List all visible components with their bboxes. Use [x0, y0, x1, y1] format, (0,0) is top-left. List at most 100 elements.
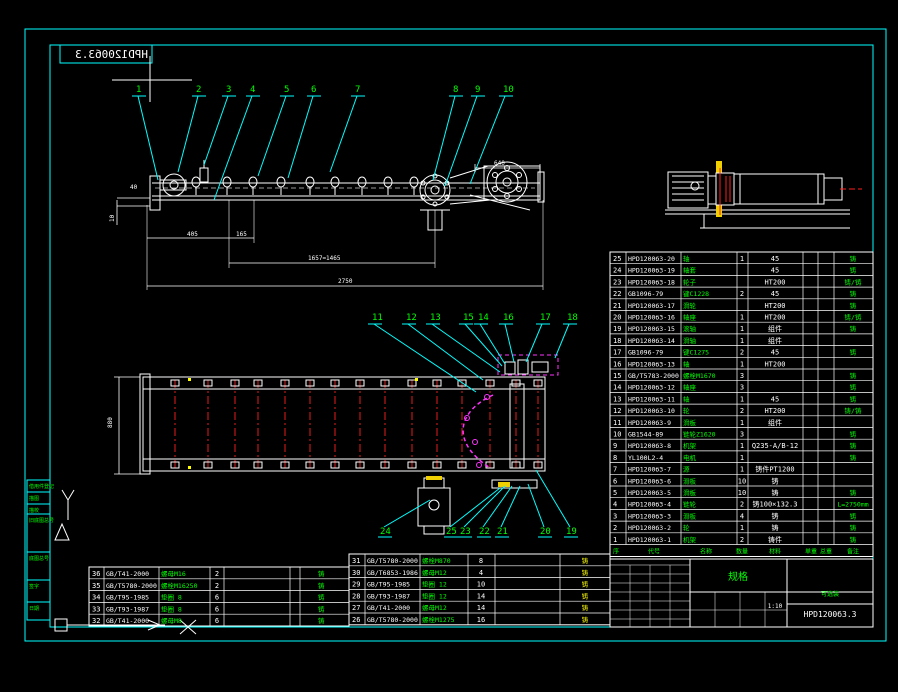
part-name: 螺母M12	[422, 603, 447, 612]
balloon-leader	[444, 95, 478, 187]
elevation-flights	[191, 176, 419, 195]
flight-plate	[357, 176, 367, 195]
tail-wheel	[159, 173, 187, 197]
part-no: 3	[613, 512, 617, 520]
header-cell: 单重	[805, 548, 817, 556]
part-name: 链轮	[683, 500, 697, 509]
part-note: 铸/铸	[845, 277, 862, 286]
part-material: 铸	[772, 511, 779, 520]
mirrored-code-box: HPD1200б3.3	[59, 44, 153, 64]
part-qty: 6	[215, 594, 219, 602]
balloon-number: 9	[475, 85, 480, 95]
part-name: 螺栓M1670	[683, 371, 716, 380]
balloon-number: 23	[460, 527, 471, 537]
part-name: 链轮Z1620	[683, 430, 716, 439]
slat-bolt	[485, 379, 495, 387]
part-name: 机架	[683, 535, 697, 544]
part-qty: 4	[740, 512, 744, 520]
part-note: 铸	[582, 580, 589, 589]
part-qty: 2	[740, 501, 744, 509]
chain-sprocket	[476, 462, 482, 468]
part-code: HPD1200б3-13	[628, 360, 675, 368]
part-qty: 1	[740, 442, 744, 450]
part-name: 键C1275	[683, 348, 709, 357]
part-name: 轴	[683, 254, 690, 263]
part-mark: 铸	[318, 593, 325, 602]
balloon-leader	[464, 323, 503, 367]
part-qty: 2	[215, 582, 219, 590]
part-note: 铸	[582, 591, 589, 600]
drive-yellow-part	[498, 482, 510, 487]
part-name: 轴座	[683, 383, 697, 392]
strip-label: 描校	[29, 507, 39, 514]
part-no: 18	[613, 337, 621, 345]
part-code: GB/T41-2000	[106, 570, 149, 578]
balloon-number: 10	[503, 85, 514, 95]
balloon-leader	[527, 483, 545, 528]
drawing-frame	[49, 44, 874, 628]
part-material: 组件	[768, 418, 782, 427]
side-view-motor-coupling	[715, 161, 735, 217]
part-code: GB/T5780-2000	[106, 582, 157, 590]
flight-plate	[330, 176, 340, 195]
part-code: HPD1200б3-8	[628, 442, 671, 450]
part-name: 滑轴	[683, 336, 697, 345]
balloon-number: 19	[566, 527, 577, 537]
dim-640: 640	[494, 160, 505, 167]
part-no: 36	[92, 570, 100, 578]
part-code: GB/T5783-2000	[628, 372, 679, 380]
mirrored-code-text: HPD1200б3.3	[75, 48, 148, 61]
balloon-number: 14	[478, 313, 489, 323]
part-qty: 1	[740, 454, 744, 462]
part-no: 35	[92, 582, 100, 590]
drive-chain	[462, 394, 494, 469]
part-no: 33	[92, 605, 100, 613]
part-material: 45	[771, 267, 779, 275]
plan-view	[114, 373, 546, 475]
part-qty: 1	[740, 325, 744, 333]
part-code: GB1544-89	[628, 431, 663, 439]
part-name: 轮	[683, 406, 690, 415]
part-code: HPD1200б3-10	[628, 407, 675, 415]
plan-gearbox	[417, 476, 451, 535]
part-note: 铸	[850, 348, 857, 357]
part-mark: 铸	[318, 616, 325, 625]
part-qty: 1	[740, 466, 744, 474]
part-name: 滑轮	[683, 301, 697, 310]
balloon-number: 15	[463, 313, 474, 323]
part-code: GB/T6853-1986	[367, 569, 418, 577]
part-code: GB1096-79	[628, 290, 663, 298]
part-material: Q235-A/B-12	[752, 442, 798, 450]
part-qty: 2	[740, 290, 744, 298]
flight-plate	[191, 176, 201, 195]
part-no: 22	[613, 290, 621, 298]
title-scale: 1:10	[768, 603, 783, 610]
part-name: 轴	[683, 359, 690, 368]
drive-motor-wheel	[449, 161, 541, 211]
part-code: HPD1200б3-6	[628, 477, 671, 485]
part-no: 6	[613, 477, 617, 485]
part-code: HPD1200б3-7	[628, 466, 671, 474]
part-no: 32	[92, 617, 100, 625]
balloon-leader	[449, 487, 501, 528]
part-code: GB/T95-1985	[367, 581, 410, 589]
part-name: 轮子	[683, 277, 697, 286]
header-cell: 材料	[769, 548, 781, 556]
balloon-leader	[431, 323, 501, 373]
part-material: 45	[771, 395, 779, 403]
balloon-leader	[257, 95, 287, 177]
slat-bolt	[355, 461, 365, 469]
title-name: 规格	[728, 570, 748, 583]
part-qty: 2	[740, 407, 744, 415]
part-material: 组件	[768, 324, 782, 333]
balloon-number: 24	[380, 527, 391, 537]
part-code: HPD1200б3-9	[628, 419, 671, 427]
sheet-border	[24, 28, 887, 642]
part-note: L=2750mm	[837, 501, 868, 509]
flight-plate	[383, 176, 393, 195]
crosshair-cursor	[112, 56, 192, 102]
part-code: GB/T5780-2000	[367, 616, 418, 624]
